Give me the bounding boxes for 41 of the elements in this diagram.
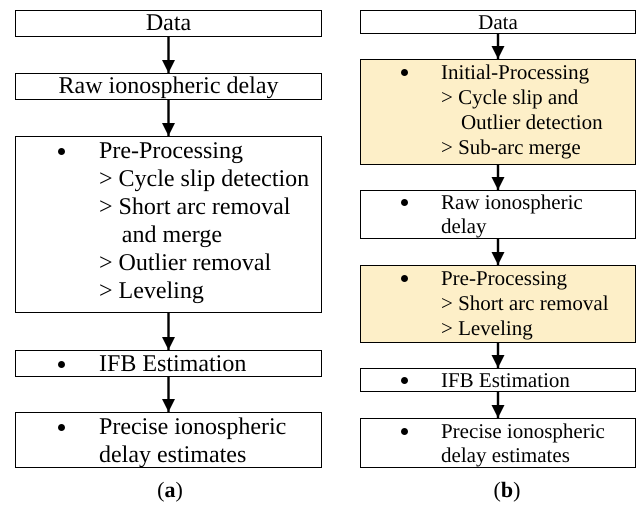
process-box [360, 368, 636, 392]
list-item: > Short arc removal and merge [99, 193, 292, 249]
process-box [360, 10, 636, 34]
process-box [15, 73, 322, 100]
list-item: > Sub-arc merge [441, 135, 582, 160]
step-heading: Raw ionospheric delay [441, 191, 584, 238]
step-heading: Precise ionospheric delay estimates [441, 419, 606, 467]
list-item: > Cycle slip and Outlier detection [441, 85, 604, 135]
step-heading: Pre-Processing [99, 137, 244, 165]
list-item: > Cycle slip detection [99, 165, 310, 193]
process-box [15, 136, 322, 313]
step-heading: Initial-Processing [441, 60, 590, 85]
process-box [15, 10, 322, 37]
arrow [491, 392, 505, 418]
process-box [360, 265, 636, 343]
step-heading: Raw ionospheric delay [58, 74, 280, 99]
arrow [491, 239, 505, 265]
list-item: > Leveling [441, 316, 534, 341]
panel-label: (b) [492, 477, 522, 503]
process-box [15, 350, 322, 377]
step-heading: IFB Estimation [99, 351, 248, 377]
process-box [360, 190, 636, 239]
arrow [491, 34, 505, 59]
step-heading: Precise ionospheric delay estimates [99, 413, 288, 469]
arrow [162, 37, 176, 73]
arrow [162, 313, 176, 350]
process-box [360, 418, 636, 468]
list-item: > Leveling [99, 277, 205, 305]
arrow [162, 100, 176, 136]
list-item: > Short arc removal [441, 291, 610, 316]
process-box [360, 59, 636, 165]
step-heading: Pre-Processing [441, 266, 568, 291]
step-heading: Data [477, 11, 519, 33]
arrow [162, 377, 176, 412]
process-box [15, 412, 322, 468]
arrow [491, 343, 505, 368]
step-heading: Data [144, 11, 192, 36]
arrow [491, 165, 505, 190]
panel-label: (a) [156, 477, 184, 503]
list-item: > Outlier removal [99, 249, 272, 277]
step-heading: IFB Estimation [441, 369, 571, 391]
